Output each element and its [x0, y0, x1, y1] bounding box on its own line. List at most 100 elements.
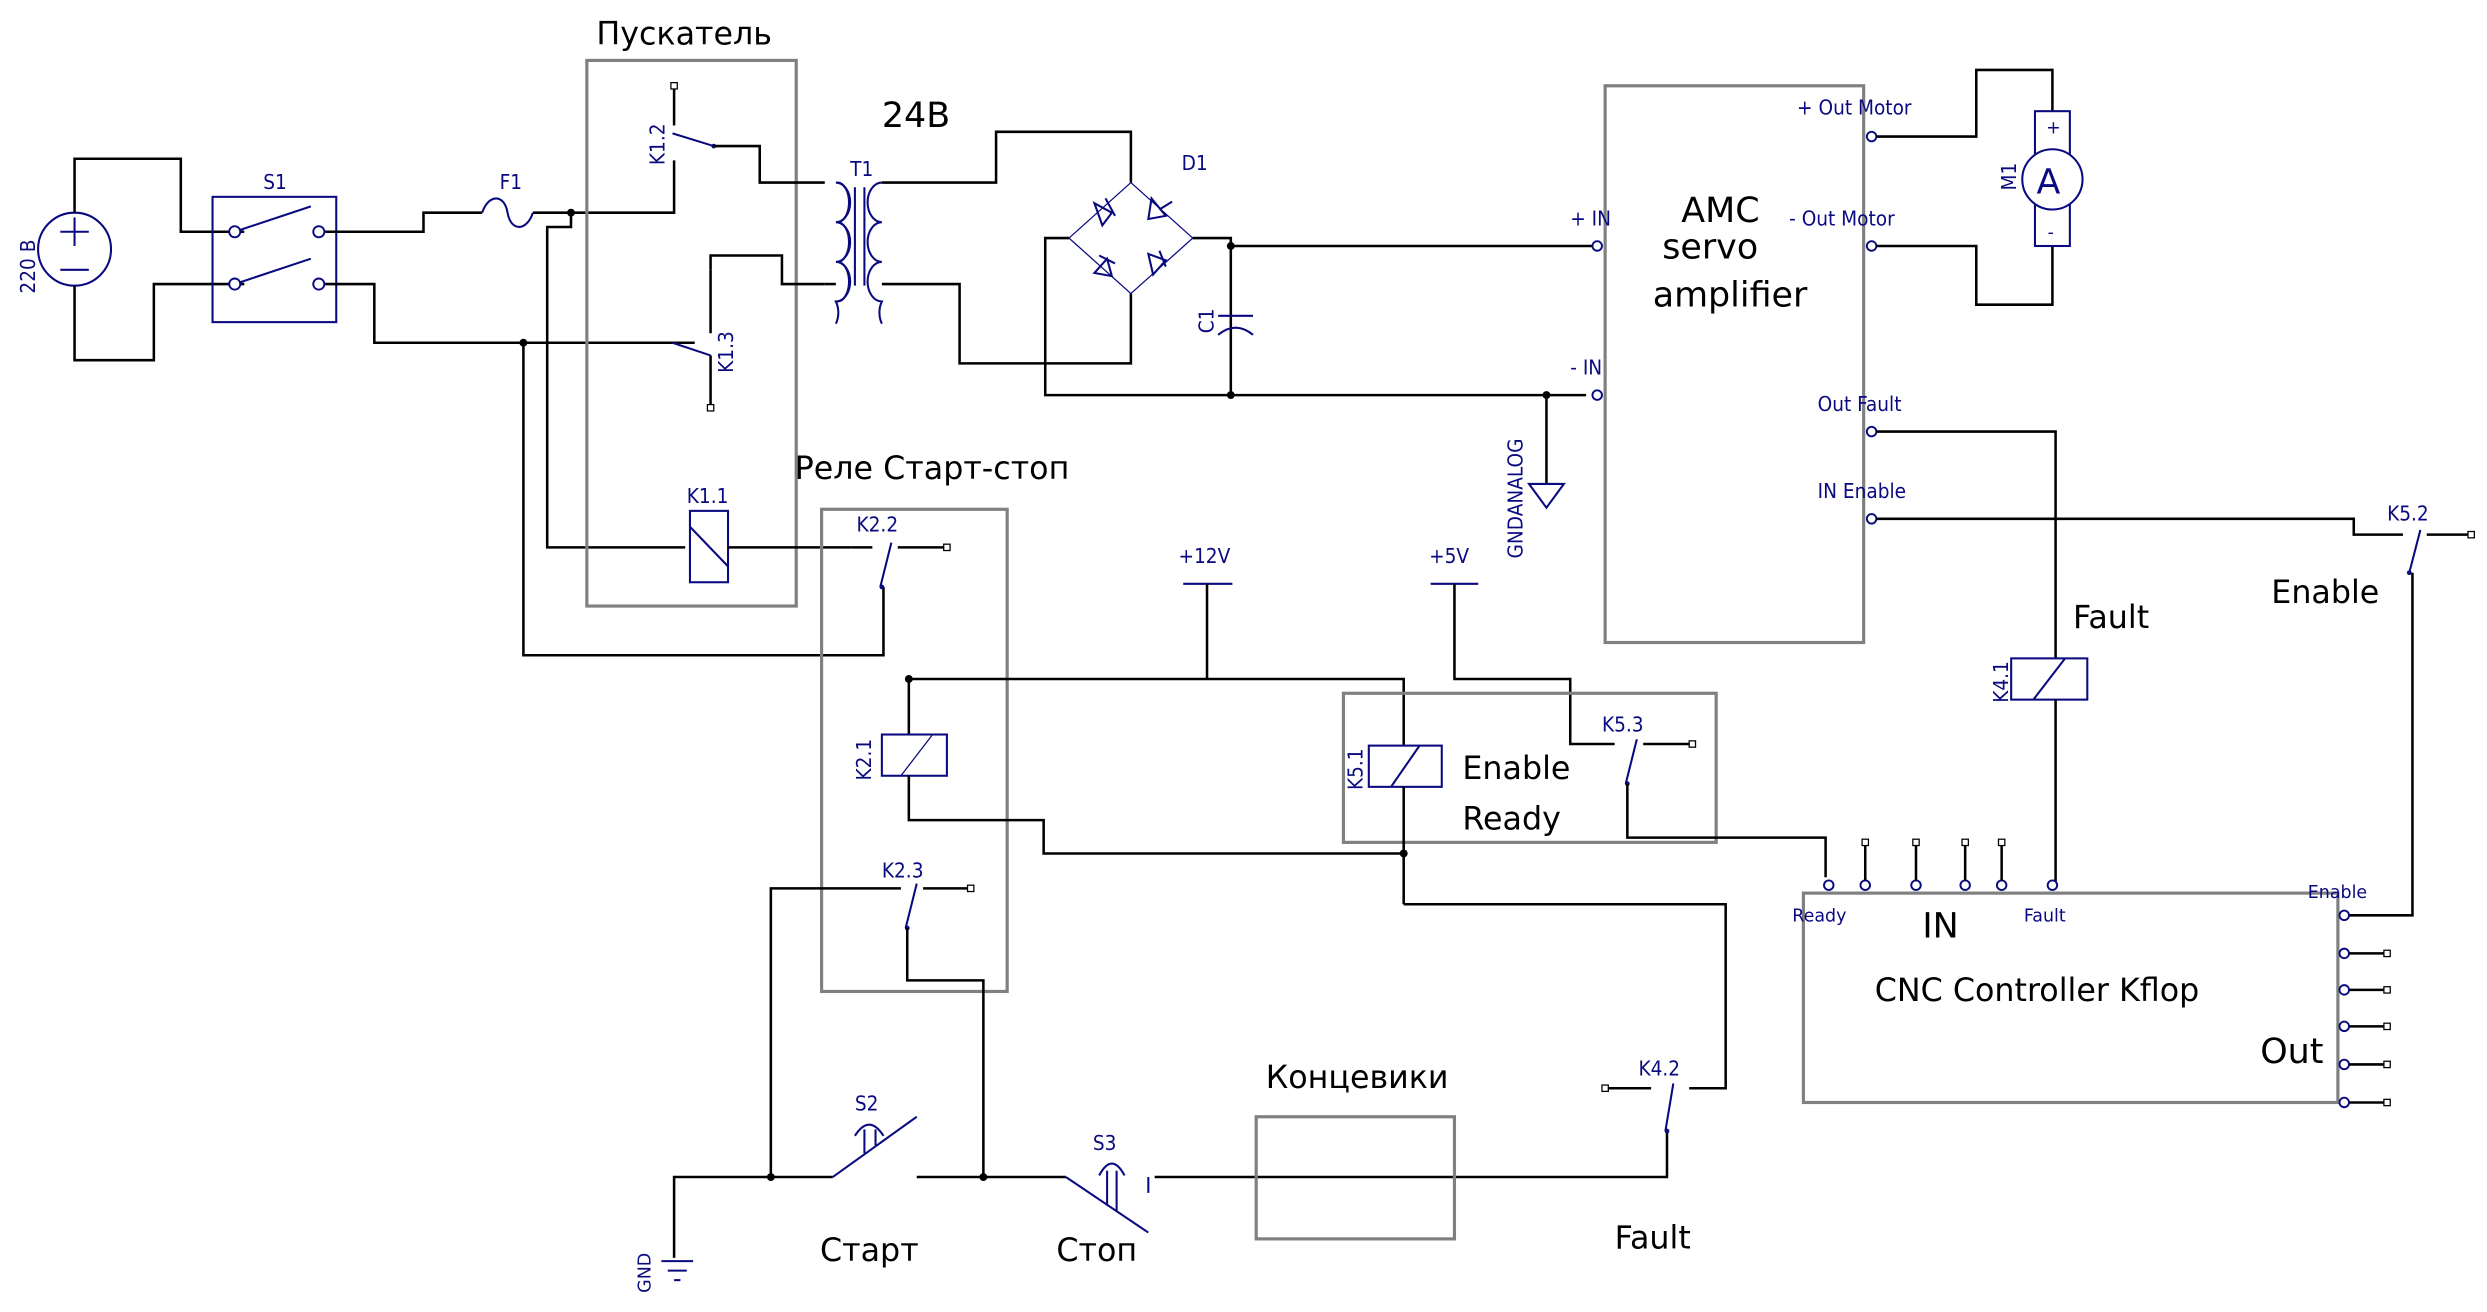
- svg-text:S3: S3: [1093, 1131, 1117, 1155]
- pin-in-enable: IN Enable: [1818, 479, 1906, 503]
- transformer-t1: T1: [834, 157, 884, 325]
- wire: [769, 887, 901, 1178]
- pin-plus-in: + IN: [1570, 206, 1611, 230]
- wire: [713, 144, 825, 184]
- motor-icon: A: [2037, 163, 2061, 203]
- svg-text:K4.2: K4.2: [1638, 1057, 1680, 1081]
- coil-k2-1: K2.1: [852, 733, 948, 781]
- f1-label: F1: [500, 170, 522, 194]
- pin-minus-in: - IN: [1570, 355, 1602, 379]
- limit-switches-box: [1254, 1115, 1457, 1241]
- wire: [2349, 572, 2414, 917]
- coil-k1-1: K1.1: [687, 484, 730, 584]
- svg-text:GNDANALOG: GNDANALOG: [1504, 439, 1528, 559]
- controller-out-label: Out: [2260, 1032, 2323, 1072]
- pin-plus-out-motor: + Out Motor: [1797, 95, 1912, 119]
- svg-text:+5V: +5V: [1429, 544, 1469, 568]
- pin-out-fault: Out Fault: [1818, 392, 1902, 416]
- s1-label: S1: [263, 170, 287, 194]
- svg-text:AMC: AMC: [1681, 191, 1759, 231]
- ground-gnd: GND: [635, 1253, 694, 1293]
- svg-text:-: -: [2048, 223, 2054, 243]
- svg-text:servo: servo: [1662, 228, 1758, 268]
- wire: [908, 677, 1405, 746]
- source-label: 220 В: [16, 240, 40, 294]
- wire: [1876, 68, 2054, 138]
- contact-k4-2: K4.2: [1601, 1057, 1680, 1134]
- svg-text:S2: S2: [855, 1091, 879, 1115]
- ground-icon: [1526, 482, 1566, 510]
- svg-text:T1: T1: [849, 157, 873, 181]
- contact-k1-3: K1.3: [672, 269, 738, 412]
- svg-text:K2.1: K2.1: [852, 739, 876, 781]
- controller-in-label: IN: [1922, 907, 1958, 947]
- start-label: Старт: [820, 1233, 919, 1269]
- contact-k2-2: K2.2: [851, 512, 951, 590]
- svg-text:+12V: +12V: [1178, 544, 1230, 568]
- pin-fault: Fault: [2024, 907, 2066, 927]
- wire: [1876, 430, 2057, 659]
- svg-text:C1: C1: [1194, 308, 1218, 333]
- enable-ready-relay-box: [1341, 691, 1718, 844]
- svg-text:K5.3: K5.3: [1602, 712, 1644, 736]
- wire: [73, 157, 245, 233]
- svg-text:K2.3: K2.3: [882, 858, 924, 882]
- analog-ground: GNDANALOG: [1504, 395, 1566, 559]
- wire: [709, 254, 825, 286]
- enable-label-right: Enable: [2271, 575, 2379, 611]
- pin-enable: Enable: [2308, 883, 2367, 903]
- fault-label-bottom: Fault: [1615, 1220, 1691, 1256]
- contact-k2-3: K2.3: [882, 858, 975, 931]
- wire: [73, 282, 245, 362]
- wire: [881, 130, 1133, 184]
- capacitor-c1: C1: [1194, 308, 1254, 336]
- contact-k5-2: K5.2: [2387, 501, 2475, 576]
- cnc-controller-kflop: IN CNC Controller Kflop Out Ready Fault …: [1792, 838, 2391, 1109]
- svg-text:K2.2: K2.2: [856, 512, 898, 536]
- wire: [522, 342, 885, 657]
- contact-k1-2: K1.2: [646, 81, 717, 165]
- motor-m1: A + - M1: [1997, 110, 2084, 248]
- wire: [545, 212, 686, 549]
- amc-servo-amplifier: AMC servo amplifier + IN - IN + Out Moto…: [1570, 84, 1912, 645]
- wire: [881, 282, 1133, 365]
- start-stop-relay-box: [820, 507, 1009, 994]
- relay-group-title: Реле Старт-стоп: [795, 451, 1070, 487]
- wire: [1876, 244, 2054, 306]
- wire: [325, 211, 483, 233]
- starter-group-title: Пускатель: [596, 17, 772, 53]
- rectifier-bridge-d1: D1: [1068, 151, 1208, 295]
- pin-ready: Ready: [1792, 907, 1846, 927]
- svg-text:D1: D1: [1182, 151, 1208, 175]
- pushbutton-s2-start[interactable]: S2: [832, 1091, 918, 1178]
- svg-text:K5.2: K5.2: [2387, 501, 2429, 525]
- wire: [672, 1175, 833, 1258]
- wire: [325, 282, 695, 345]
- stop-label: Стоп: [1056, 1233, 1137, 1269]
- svg-text:K1.2: K1.2: [646, 123, 670, 165]
- pin-minus-out-motor: - Out Motor: [1789, 206, 1895, 230]
- supply-12v: +12V: [1178, 544, 1233, 585]
- svg-text:K4.1: K4.1: [1989, 661, 2013, 703]
- switch-s1[interactable]: S1: [211, 170, 338, 324]
- wire: [905, 928, 985, 1178]
- wire: [532, 160, 676, 214]
- supply-5v: +5V: [1429, 544, 1479, 585]
- svg-text:Enable: Enable: [1462, 751, 1570, 787]
- svg-text:amplifier: amplifier: [1653, 275, 1808, 315]
- pushbutton-s3-stop[interactable]: S3: [1065, 1131, 1150, 1234]
- fuse-icon: [481, 197, 534, 228]
- controller-title: CNC Controller Kflop: [1875, 973, 2200, 1009]
- coil-k4-1: K4.1: [1989, 657, 2089, 703]
- wire: [1192, 236, 1233, 396]
- svg-text:K1.1: K1.1: [687, 484, 729, 508]
- svg-text:M1: M1: [1997, 163, 2021, 191]
- limit-switches-title: Концевики: [1266, 1060, 1449, 1096]
- wire: [907, 775, 1404, 855]
- ac-source-220v: 220 В: [16, 211, 113, 294]
- wire: [1403, 902, 1727, 1090]
- wire: [1626, 783, 1827, 878]
- svg-text:GND: GND: [635, 1253, 655, 1293]
- svg-text:K1.3: K1.3: [714, 331, 738, 373]
